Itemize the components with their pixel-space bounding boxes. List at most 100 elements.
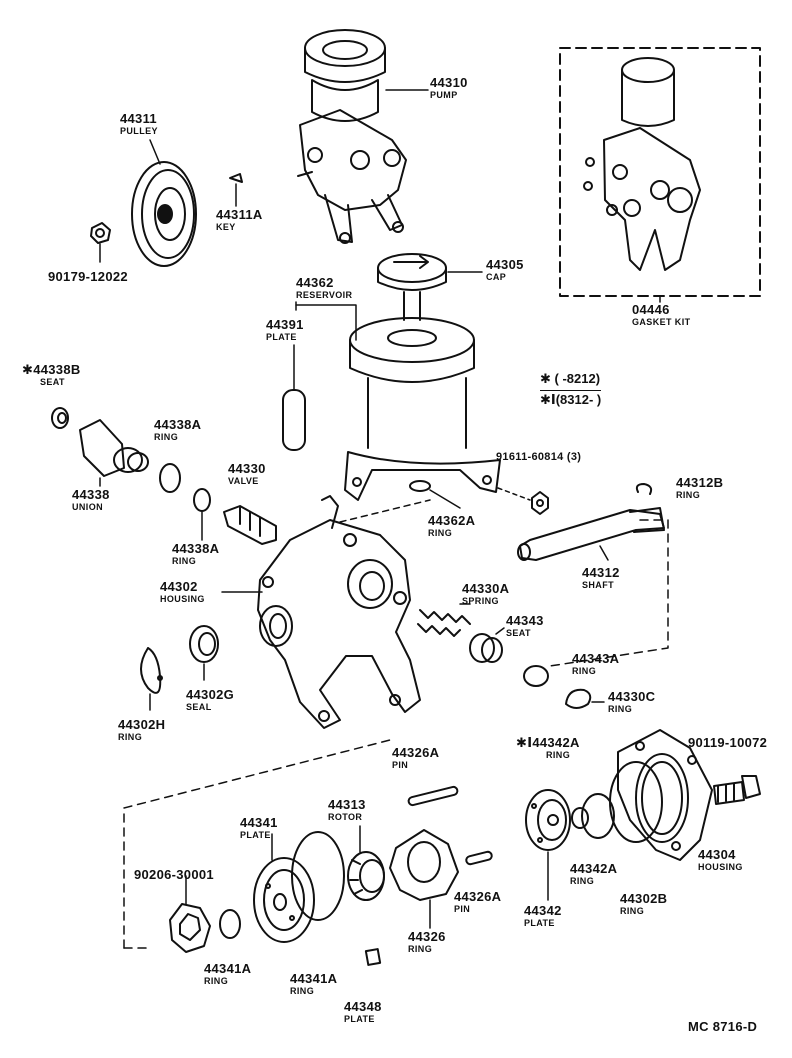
- label-44338b: ✱44338B SEAT: [22, 363, 81, 387]
- part-number: 04446: [632, 302, 670, 317]
- part-number: 44302G: [186, 687, 235, 702]
- part-name: PLATE: [266, 332, 297, 342]
- label-44326a-upper: 44326A PIN: [392, 746, 439, 770]
- rear-housing-bolt: [713, 775, 761, 805]
- part-name: HOUSING: [698, 862, 743, 872]
- part-name: PIN: [454, 904, 471, 914]
- label-44330c: 44330C RING: [608, 690, 655, 714]
- part-number: 44343: [506, 613, 544, 628]
- part-name: PULLEY: [120, 126, 158, 136]
- pin-lower: [465, 850, 493, 866]
- plate-o-ring-small: [571, 807, 589, 829]
- control-spring: [417, 603, 471, 637]
- pin-upper: [407, 785, 459, 807]
- label-44302: 44302 HOUSING: [160, 580, 205, 604]
- pump-assembly: [297, 29, 429, 244]
- label-44326a-lower: 44326A PIN: [454, 890, 501, 914]
- dashed-connector-right: [549, 519, 669, 667]
- part-number: 90206-30001: [134, 867, 214, 882]
- spring-seat: [469, 627, 505, 663]
- part-number: 44302H: [118, 717, 166, 732]
- label-44313: 44313 ROTOR: [328, 798, 366, 822]
- seat-ring: [523, 665, 549, 687]
- part-name: HOUSING: [160, 594, 205, 604]
- part-name: RING: [118, 732, 143, 742]
- part-name: RING: [172, 556, 197, 566]
- seat-snap-ring: [565, 688, 605, 709]
- label-44341: 44341 PLATE: [240, 816, 278, 840]
- dashed-connector-lower: [123, 739, 391, 949]
- part-number: 44341A: [204, 961, 252, 976]
- label-44330a: 44330A SPRING: [462, 582, 509, 606]
- label-44362: 44362 RESERVOIR: [296, 276, 352, 300]
- part-name: PUMP: [430, 90, 458, 100]
- part-name: CAP: [486, 272, 507, 282]
- part-number: 44338: [72, 487, 110, 502]
- part-name: SHAFT: [582, 580, 614, 590]
- front-plate-ring: [291, 831, 345, 921]
- label-44311a: 44311A KEY: [216, 208, 263, 232]
- part-number: 90179-12022: [48, 269, 128, 284]
- key: [229, 173, 243, 207]
- reservoir-bolt: [497, 487, 549, 515]
- rear-housing: [617, 729, 713, 861]
- lock-plate: [169, 875, 211, 953]
- reservoir: [295, 301, 501, 501]
- label-44305: 44305 CAP: [486, 258, 524, 282]
- label-44342a-lower: 44342A RING: [570, 862, 617, 886]
- union-ring: [159, 463, 181, 493]
- part-number: 91611-60814 (3): [496, 451, 582, 463]
- part-number: 44312: [582, 565, 620, 580]
- cam-ring: [389, 829, 459, 929]
- part-number: 44391: [266, 317, 304, 332]
- part-name: SEAT: [40, 377, 65, 387]
- part-number: 44313: [328, 797, 366, 812]
- front-plate: [253, 833, 315, 943]
- part-number: 44330A: [462, 581, 510, 596]
- part-name: RING: [546, 750, 571, 760]
- part-number: 44326A: [454, 889, 502, 904]
- part-number: 44310: [430, 75, 468, 90]
- label-90179: 90179-12022: [48, 270, 128, 283]
- part-name: RESERVOIR: [296, 290, 353, 300]
- shaft: [517, 507, 665, 561]
- label-44312: 44312 SHAFT: [582, 566, 620, 590]
- part-name: PLATE: [344, 1014, 375, 1024]
- drawing-code: MC 8716-D: [688, 1019, 758, 1034]
- small-plate: [364, 948, 382, 966]
- label-44310: 44310 PUMP: [430, 76, 468, 100]
- plate-o-ring-large: [581, 793, 615, 839]
- housing-seal: [189, 625, 219, 681]
- part-number: 44326A: [392, 745, 440, 760]
- part-name: KEY: [216, 222, 236, 232]
- part-number: 44311: [120, 111, 157, 126]
- shaft-ring: [635, 483, 653, 495]
- label-04446: 04446 GASKET KIT: [632, 303, 691, 327]
- part-name: SEAT: [506, 628, 531, 638]
- part-name: RING: [154, 432, 179, 442]
- reservoir-cap: [377, 253, 483, 321]
- part-name: RING: [570, 876, 595, 886]
- label-44311: 44311 PULLEY: [120, 112, 158, 136]
- pulley: [131, 139, 197, 267]
- pump-housing: [221, 495, 421, 729]
- part-name: PLATE: [240, 830, 271, 840]
- part-number: 44326: [408, 929, 446, 944]
- part-name: SPRING: [462, 596, 499, 606]
- part-name: RING: [290, 986, 315, 996]
- part-name: SEAL: [186, 702, 212, 712]
- part-number: 44362A: [428, 513, 476, 528]
- reservoir-ring: [339, 480, 461, 523]
- part-name: PIN: [392, 760, 409, 770]
- label-90206: 90206-30001: [134, 868, 214, 881]
- reservoir-plate: [282, 344, 306, 451]
- part-number: 44362: [296, 275, 334, 290]
- valve-ring: [193, 488, 211, 541]
- part-name: RING: [408, 944, 433, 954]
- union-seat: [51, 407, 69, 429]
- label-44338: 44338 UNION: [72, 488, 110, 512]
- label-44343: 44343 SEAT: [506, 614, 544, 638]
- label-44338a-lower: 44338A RING: [172, 542, 219, 566]
- label-91611: 91611-60814 (3): [496, 452, 581, 463]
